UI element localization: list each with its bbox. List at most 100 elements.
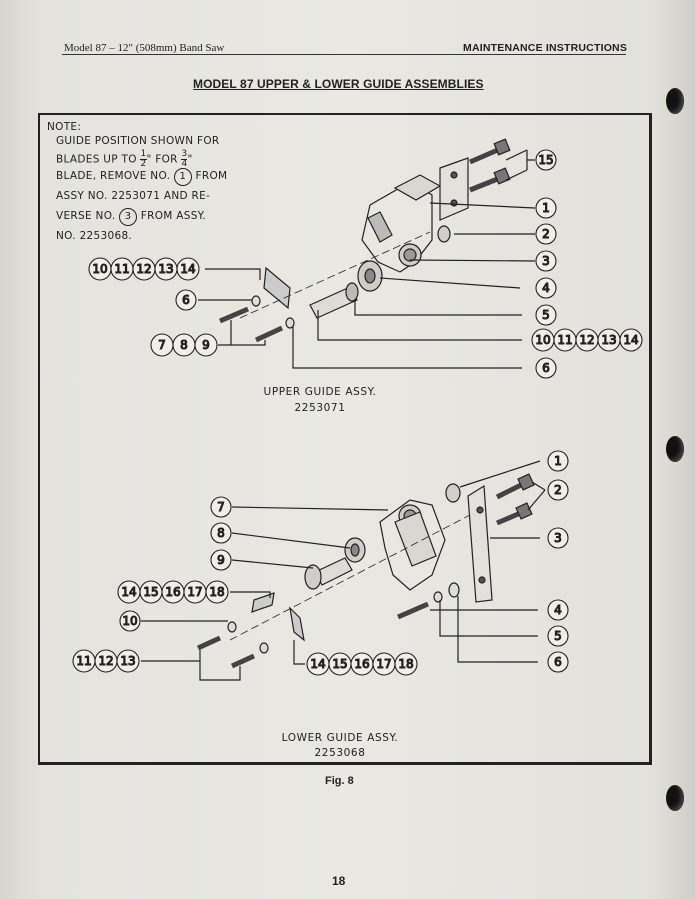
callout-upper-15: 15 bbox=[538, 153, 553, 167]
binder-hole-top bbox=[666, 88, 684, 114]
page-title: MODEL 87 UPPER & LOWER GUIDE ASSEMBLIES bbox=[193, 77, 484, 91]
note-line-7: NO. 2253068. bbox=[56, 230, 133, 242]
upper-screw-15a bbox=[469, 146, 501, 165]
callout-lower-3: 3 bbox=[554, 531, 562, 545]
callout-upper-left-12: 12 bbox=[136, 262, 151, 276]
fraction-three-quarter-num: 3 bbox=[181, 149, 188, 160]
callout-lower-top-18: 18 bbox=[209, 585, 224, 599]
lower-screw-11-13a bbox=[196, 635, 222, 651]
note-ref-3: 3 bbox=[119, 208, 138, 226]
lower-bracket-face bbox=[394, 511, 437, 567]
lower-washer-5 bbox=[433, 591, 443, 603]
upper-assy-caption-line2: 2253071 bbox=[294, 402, 346, 414]
callout-lower-bottom-18: 18 bbox=[398, 657, 413, 671]
callout-lower-11: 11 bbox=[76, 654, 91, 668]
lower-guide-block-upper bbox=[251, 592, 275, 613]
callout-upper-2: 2 bbox=[542, 227, 550, 241]
fraction-three-quarter: 3 4 bbox=[181, 149, 188, 169]
fraction-half-den: 2 bbox=[140, 159, 147, 169]
callout-lower-10: 10 bbox=[122, 614, 137, 628]
callout-lower-bottom-14: 14 bbox=[310, 657, 325, 671]
note-line-4a: BLADE, REMOVE NO. bbox=[56, 170, 171, 182]
callout-lower-2: 2 bbox=[554, 483, 562, 497]
header-left: Model 87 – 12" (508mm) Band Saw bbox=[64, 42, 225, 54]
callout-lower-8: 8 bbox=[217, 526, 225, 540]
header-rule bbox=[62, 54, 626, 55]
upper-assy-caption-line1: UPPER GUIDE ASSY. bbox=[263, 386, 377, 398]
callout-lower-bottom-17: 17 bbox=[376, 657, 391, 671]
lower-guide-block-lower bbox=[289, 606, 305, 642]
callout-upper-6-right: 6 bbox=[542, 361, 550, 375]
page-number: 18 bbox=[332, 874, 346, 888]
callout-lower-top-15: 15 bbox=[143, 585, 158, 599]
callout-upper-4: 4 bbox=[542, 281, 550, 295]
upper-bracket-slot bbox=[367, 211, 393, 243]
note-line-4: BLADE, REMOVE NO. 1 FROM bbox=[56, 168, 227, 186]
upper-washer-6-left bbox=[251, 295, 261, 307]
callout-lower-4: 4 bbox=[554, 603, 562, 617]
callout-lower-top-17: 17 bbox=[187, 585, 202, 599]
note-line-6b: FROM ASSY. bbox=[140, 210, 206, 222]
note-line-2: GUIDE POSITION SHOWN FOR bbox=[56, 135, 220, 147]
callout-upper-8: 8 bbox=[180, 338, 188, 352]
upper-shaft-5 bbox=[309, 286, 358, 319]
callout-upper-9: 9 bbox=[202, 338, 210, 352]
upper-centerline bbox=[239, 231, 431, 319]
upper-screw-7-9a bbox=[219, 306, 249, 324]
lower-screw-11-13b bbox=[230, 653, 256, 669]
callout-lower-6: 6 bbox=[554, 655, 562, 669]
lower-ring-1 bbox=[445, 483, 461, 503]
callout-upper-right-10: 10 bbox=[535, 333, 550, 347]
note-line-3: BLADES UP TO 1 2 " FOR 3 4 " bbox=[56, 149, 193, 169]
lower-shaft-knob bbox=[304, 564, 322, 590]
callout-upper-7: 7 bbox=[158, 338, 166, 352]
callout-upper-1: 1 bbox=[542, 201, 550, 215]
callout-lower-top-16: 16 bbox=[165, 585, 180, 599]
callout-lower-top-14: 14 bbox=[121, 585, 136, 599]
fraction-half-num: 1 bbox=[140, 149, 147, 160]
lower-washer-6 bbox=[448, 582, 460, 598]
lower-washer-right bbox=[259, 642, 269, 654]
lower-screw-4 bbox=[397, 601, 429, 620]
fraction-three-quarter-den: 4 bbox=[181, 159, 188, 169]
callout-upper-left-10: 10 bbox=[92, 262, 107, 276]
lower-mount-plate bbox=[467, 484, 493, 603]
note-label: NOTE: bbox=[47, 121, 82, 133]
note-ref-1: 1 bbox=[173, 168, 192, 186]
upper-screw-7-9b bbox=[254, 325, 284, 343]
callout-lower-12: 12 bbox=[98, 654, 113, 668]
callout-lower-5: 5 bbox=[554, 629, 562, 643]
upper-screw-15a-head bbox=[493, 138, 511, 156]
callout-upper-5: 5 bbox=[542, 308, 550, 322]
figure-frame bbox=[38, 113, 652, 765]
note-line-3a: BLADES UP TO bbox=[56, 153, 137, 166]
callout-upper-left-13: 13 bbox=[158, 262, 173, 276]
lower-assy-caption-line2: 2253068 bbox=[314, 747, 366, 759]
note-line-5: ASSY NO. 2253071 AND RE- bbox=[56, 190, 211, 202]
lower-centerline bbox=[229, 514, 471, 641]
callout-lower-13: 13 bbox=[120, 654, 135, 668]
upper-guide-block bbox=[263, 266, 291, 310]
lower-washer-10 bbox=[227, 621, 237, 633]
upper-ring-2 bbox=[437, 225, 451, 243]
callout-upper-left-14: 14 bbox=[180, 262, 195, 276]
note-line-3b: " FOR bbox=[146, 153, 178, 166]
binder-hole-bottom bbox=[666, 785, 684, 811]
note-line-6: VERSE NO. 3 FROM ASSY. bbox=[56, 208, 206, 226]
callout-upper-left-11: 11 bbox=[114, 262, 129, 276]
header-right: MAINTENANCE INSTRUCTIONS bbox=[463, 42, 628, 54]
callout-upper-right-12: 12 bbox=[579, 333, 594, 347]
callout-upper-right-14: 14 bbox=[623, 333, 638, 347]
callout-lower-1: 1 bbox=[554, 454, 562, 468]
upper-screw-15b-head bbox=[493, 167, 511, 185]
callout-lower-9: 9 bbox=[217, 553, 225, 567]
callout-upper-6-left: 6 bbox=[182, 293, 190, 307]
callout-upper-right-13: 13 bbox=[601, 333, 616, 347]
callout-lower-bottom-16: 16 bbox=[354, 657, 369, 671]
callout-lower-7: 7 bbox=[217, 500, 225, 514]
figure-label: Fig. 8 bbox=[325, 775, 354, 787]
note-line-4b: FROM bbox=[195, 170, 228, 182]
lower-assy-caption-line1: LOWER GUIDE ASSY. bbox=[281, 732, 399, 744]
